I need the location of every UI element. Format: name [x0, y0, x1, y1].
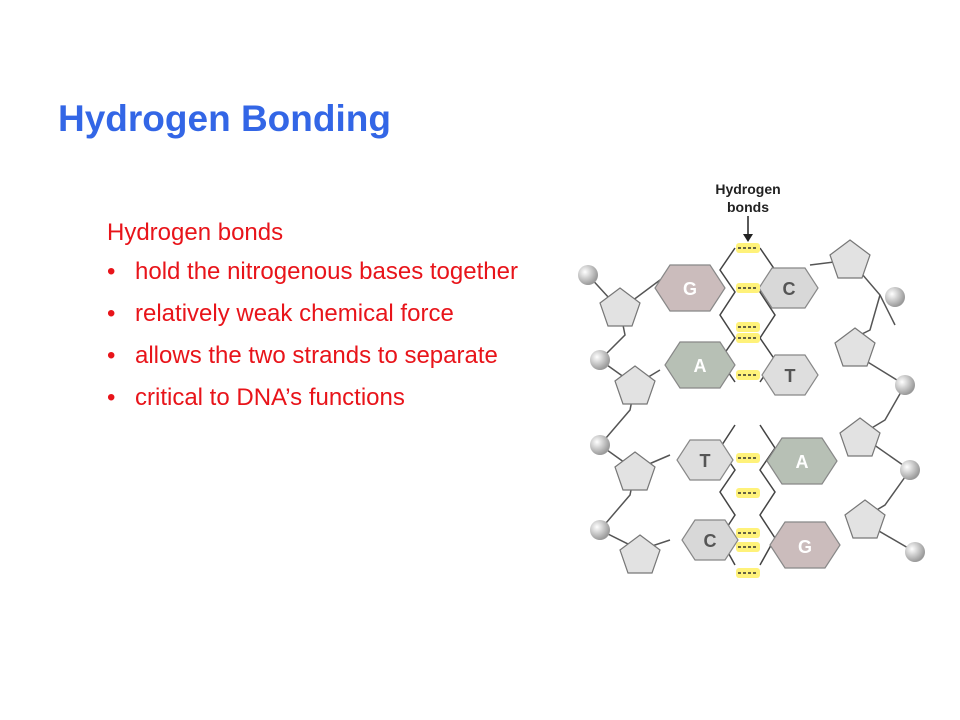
bullet-item: • critical to DNA’s functions — [107, 383, 537, 413]
hydrogen-bond-highlights — [736, 243, 760, 578]
base-letter: T — [700, 451, 711, 471]
diagram-label-line1: Hydrogen — [715, 181, 780, 197]
base-letter: G — [798, 537, 812, 557]
bullet-dot-icon: • — [107, 384, 116, 411]
bullet-item: • relatively weak chemical force — [107, 299, 537, 329]
base-letter: C — [783, 279, 796, 299]
bullet-item: • allows the two strands to separate — [107, 341, 537, 371]
base-letter: A — [796, 452, 809, 472]
base-pair-2: A T — [664, 341, 819, 396]
sugar-pentagons-right — [829, 239, 886, 539]
bullet-item: • hold the nitrogenous bases together — [107, 257, 537, 287]
base-pair-1: G C — [654, 264, 819, 312]
sugar-pentagons-left — [599, 287, 661, 574]
diagram-label-line2: bonds — [727, 199, 769, 215]
bullet-dot-icon: • — [107, 258, 116, 285]
bullet-list: • hold the nitrogenous bases together • … — [107, 257, 537, 425]
base-letter: T — [785, 366, 796, 386]
phosphate-spheres — [578, 265, 925, 562]
bullet-text: hold the nitrogenous bases together — [135, 258, 518, 285]
base-letter: C — [704, 531, 717, 551]
bullet-text: allows the two strands to separate — [135, 342, 498, 369]
bullet-dot-icon: • — [107, 300, 116, 327]
bullet-dot-icon: • — [107, 342, 116, 369]
base-letter: A — [694, 356, 707, 376]
dna-diagram-svg: Hydrogen bonds — [578, 181, 925, 578]
arrow-icon — [743, 216, 753, 242]
bullet-text: critical to DNA’s functions — [135, 384, 405, 411]
slide-title: Hydrogen Bonding — [58, 98, 391, 139]
bullet-text: relatively weak chemical force — [135, 300, 454, 327]
base-pair-3: T A — [676, 437, 838, 485]
subheading: Hydrogen bonds — [107, 219, 284, 246]
base-letter: G — [683, 279, 697, 299]
base-pair-4: C G — [681, 519, 841, 569]
dna-hydrogen-bond-diagram: Hydrogen bonds — [560, 170, 940, 600]
